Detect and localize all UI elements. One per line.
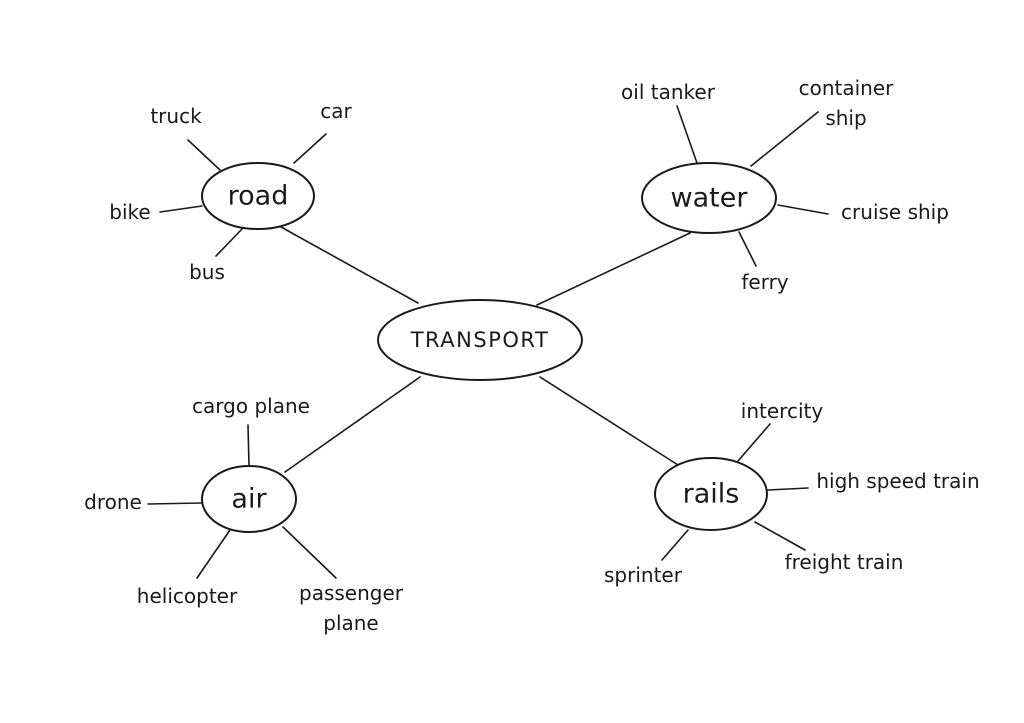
leaf-car-line: car bbox=[320, 99, 352, 123]
leaf-container-ship: container ship bbox=[799, 76, 895, 130]
leaf-sprinter-line: sprinter bbox=[604, 563, 683, 587]
edge-transport-water bbox=[536, 232, 691, 306]
leaf-truck: truck bbox=[150, 104, 202, 128]
leaf-oil-tanker-line: oil tanker bbox=[621, 80, 716, 104]
leaf-container-ship-line: container bbox=[799, 76, 895, 100]
nodes-layer: TRANSPORT road water air rails bbox=[201, 162, 777, 533]
edge-water-cruise-ship bbox=[777, 204, 829, 215]
edge-rails-freight-train bbox=[754, 521, 806, 551]
leaf-cargo-plane: cargo plane bbox=[192, 394, 310, 418]
leaf-drone: drone bbox=[84, 490, 142, 514]
edge-road-car bbox=[293, 133, 327, 164]
node-transport-ellipse bbox=[377, 299, 583, 381]
node-water-ellipse bbox=[641, 162, 777, 234]
leaf-bus-line: bus bbox=[189, 260, 225, 284]
node-air-ellipse bbox=[201, 465, 297, 533]
edge-transport-road bbox=[280, 226, 419, 304]
edge-rails-sprinter bbox=[661, 529, 689, 561]
leaf-oil-tanker: oil tanker bbox=[621, 80, 716, 104]
node-rails-label: rails bbox=[683, 479, 740, 510]
leaf-helicopter: helicopter bbox=[137, 584, 238, 608]
leaf-sprinter: sprinter bbox=[604, 563, 683, 587]
leaf-car: car bbox=[320, 99, 352, 123]
leaf-ferry: ferry bbox=[741, 270, 788, 294]
node-rails-ellipse bbox=[654, 457, 768, 531]
leaf-cargo-plane-line: cargo plane bbox=[192, 394, 310, 418]
node-transport: TRANSPORT bbox=[377, 299, 583, 381]
leaf-cruise-ship: cruise ship bbox=[841, 200, 949, 224]
leaf-bike-line: bike bbox=[109, 200, 150, 224]
edge-water-ferry bbox=[738, 231, 757, 267]
node-road-ellipse bbox=[201, 162, 315, 230]
edge-rails-intercity bbox=[737, 423, 771, 462]
node-air-label: air bbox=[231, 484, 267, 515]
leaf-intercity: intercity bbox=[741, 399, 824, 423]
edge-road-bus bbox=[215, 228, 243, 257]
leaf-drone-line: drone bbox=[84, 490, 142, 514]
leaf-high-speed-train: high speed train bbox=[816, 469, 979, 493]
leaf-ferry-line: ferry bbox=[741, 270, 788, 294]
leaf-container-ship-line: ship bbox=[825, 106, 866, 130]
node-road: road bbox=[201, 162, 315, 230]
edge-water-container-ship bbox=[750, 111, 819, 167]
edge-transport-air bbox=[284, 376, 421, 473]
leaf-freight-train-line: freight train bbox=[785, 550, 904, 574]
leaf-helicopter-line: helicopter bbox=[137, 584, 238, 608]
leaf-passenger-plane: passenger plane bbox=[299, 581, 404, 635]
edge-road-bike bbox=[159, 205, 203, 213]
leaf-intercity-line: intercity bbox=[741, 399, 824, 423]
node-air: air bbox=[201, 465, 297, 533]
edge-air-cargo-plane bbox=[247, 424, 250, 467]
node-transport-label: TRANSPORT bbox=[410, 328, 550, 352]
leaf-passenger-plane-line: passenger bbox=[299, 581, 404, 605]
edge-rails-high-speed-train bbox=[767, 487, 809, 491]
leaf-high-speed-train-line: high speed train bbox=[816, 469, 979, 493]
leaf-bus: bus bbox=[189, 260, 225, 284]
edge-transport-rails bbox=[539, 376, 679, 466]
node-rails: rails bbox=[654, 457, 768, 531]
leaf-passenger-plane-line: plane bbox=[323, 611, 379, 635]
node-road-label: road bbox=[228, 181, 289, 212]
node-water-label: water bbox=[671, 183, 749, 214]
leaf-cruise-ship-line: cruise ship bbox=[841, 200, 949, 224]
edge-air-helicopter bbox=[196, 529, 231, 579]
edges-layer bbox=[147, 105, 829, 579]
edge-air-passenger-plane bbox=[282, 526, 337, 579]
leaf-truck-line: truck bbox=[150, 104, 202, 128]
edge-water-oil-tanker bbox=[676, 105, 698, 164]
leaf-bike: bike bbox=[109, 200, 150, 224]
edge-road-truck bbox=[187, 139, 221, 171]
leaf-freight-train: freight train bbox=[785, 550, 904, 574]
leaves-layer: truck car bike bus oil tanker container ship cr… bbox=[84, 76, 980, 635]
edge-air-drone bbox=[147, 502, 203, 505]
node-water: water bbox=[641, 162, 777, 234]
